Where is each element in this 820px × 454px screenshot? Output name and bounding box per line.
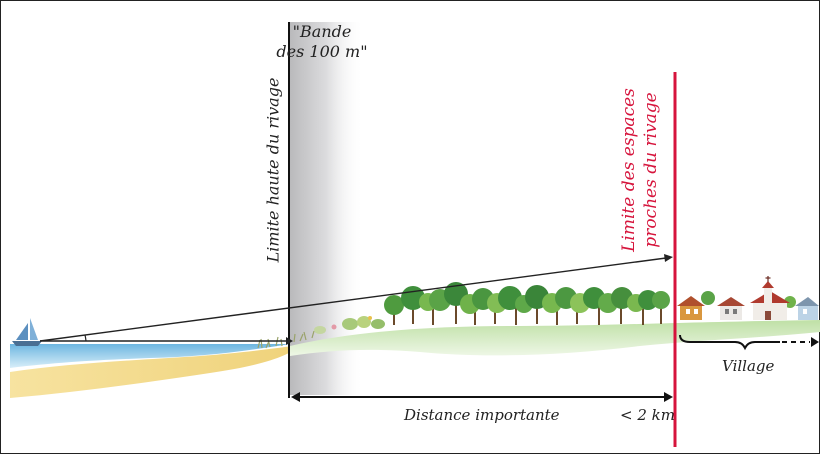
horizon-arrowhead — [286, 337, 293, 345]
church-icon — [750, 276, 790, 320]
sea — [10, 344, 290, 368]
village-label: Village — [722, 357, 775, 375]
angle-arc — [84, 334, 87, 342]
shrubs — [314, 316, 385, 334]
house-icon — [677, 296, 705, 320]
limite-espaces-line1: Limite des espaces — [619, 88, 639, 252]
village-brace — [679, 334, 780, 351]
bande-label-line2: des 100 m" — [276, 42, 368, 61]
house-icon — [717, 297, 745, 320]
distance-arrowhead-left — [291, 392, 300, 402]
sight-line-arrowhead — [664, 254, 673, 262]
sailboat-icon — [12, 318, 42, 346]
beach-sand — [10, 345, 300, 398]
hinterland-ground — [290, 320, 820, 356]
bande-100m-label: "Bande des 100 m" — [262, 22, 382, 62]
limite-haute-label: Limite haute du rivage — [263, 77, 283, 263]
distance-label: Distance importante — [404, 406, 560, 424]
distance-arrowhead-right — [664, 392, 673, 402]
house-icon — [795, 297, 819, 320]
distance-value-label: < 2 km — [620, 406, 675, 424]
limite-espaces-line2: proches du rivage — [641, 92, 661, 248]
sight-line — [39, 257, 667, 342]
band-100m-shading — [289, 22, 364, 395]
village-arrowhead — [811, 337, 819, 347]
bande-label-line1: "Bande — [292, 22, 352, 41]
forest — [384, 282, 796, 325]
limite-espaces-label: Limite des espaces proches du rivage — [618, 88, 662, 252]
dune-grass — [257, 330, 315, 349]
